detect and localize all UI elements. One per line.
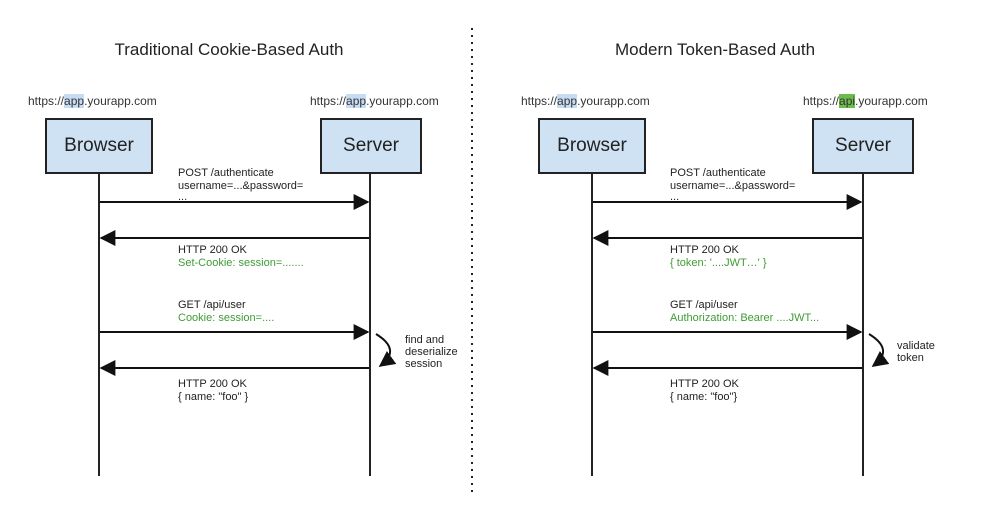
left-msg-get: GET /api/user Cookie: session=.... [178,299,274,325]
note-line: session [405,358,443,370]
left-server-box: Server [320,118,422,174]
msg-line: POST /authenticate [670,167,766,179]
msg-line: HTTP 200 OK [670,244,739,256]
url-subdomain-highlight: api [839,94,856,108]
url-subdomain-highlight: app [64,94,85,108]
url-subdomain-highlight: app [557,94,578,108]
right-server-box: Server [812,118,914,174]
right-msg-200-user: HTTP 200 OK { name: "foo"} [670,378,739,404]
msg-line: { name: "foo"} [670,391,738,403]
left-browser-box: Browser [45,118,153,174]
right-server-url: https://api.yourapp.com [803,94,928,108]
right-msg-get: GET /api/user Authorization: Bearer ....… [670,299,819,325]
url-subdomain-highlight: app [346,94,367,108]
url-suffix: .yourapp.com [577,94,650,108]
left-msg-post: POST /authenticate username=...&password… [178,167,304,203]
right-processing-note: validate token [897,340,935,364]
note-line: find and [405,334,445,346]
msg-line: GET /api/user [178,299,246,311]
msg-line: username=...&password= [178,180,304,192]
note-line: deserialize [405,346,458,358]
msg-line: { name: "foo" } [178,391,249,403]
url-suffix: .yourapp.com [855,94,928,108]
right-msg-200-token: HTTP 200 OK { token: '....JWT…' } [670,244,767,270]
note-line: token [897,352,924,364]
url-prefix: https:// [521,94,558,108]
left-browser-url: https://app.yourapp.com [28,94,157,108]
msg-line-green: Cookie: session=.... [178,312,275,324]
msg-line: ... [670,191,680,203]
left-msg-200-cookie: HTTP 200 OK Set-Cookie: session=....... [178,244,304,270]
right-browser-url: https://app.yourapp.com [521,94,650,108]
left-processing-arrow [375,333,397,367]
left-panel-title: Traditional Cookie-Based Auth [114,40,344,59]
left-server-url: https://app.yourapp.com [310,94,439,108]
msg-line: HTTP 200 OK [178,244,247,256]
msg-line-green: Authorization: Bearer ....JWT... [670,312,820,324]
right-msg-post: POST /authenticate username=...&password… [670,167,796,203]
url-prefix: https:// [803,94,840,108]
url-suffix: .yourapp.com [366,94,439,108]
url-prefix: https:// [28,94,65,108]
msg-line: GET /api/user [670,299,738,311]
right-processing-arrow [868,333,890,367]
left-msg-200-user: HTTP 200 OK { name: "foo" } [178,378,248,404]
right-browser-box: Browser [538,118,646,174]
msg-line: username=...&password= [670,180,796,192]
msg-line: ... [178,191,188,203]
msg-line-green: Set-Cookie: session=....... [178,257,304,269]
url-suffix: .yourapp.com [84,94,157,108]
msg-line: POST /authenticate [178,167,274,179]
left-processing-note: find and deserialize session [405,334,458,370]
right-panel-title: Modern Token-Based Auth [614,40,816,59]
msg-line: HTTP 200 OK [670,378,739,390]
msg-line-green: { token: '....JWT…' } [670,257,767,269]
msg-line: HTTP 200 OK [178,378,247,390]
url-prefix: https:// [310,94,347,108]
note-line: validate [897,340,935,352]
